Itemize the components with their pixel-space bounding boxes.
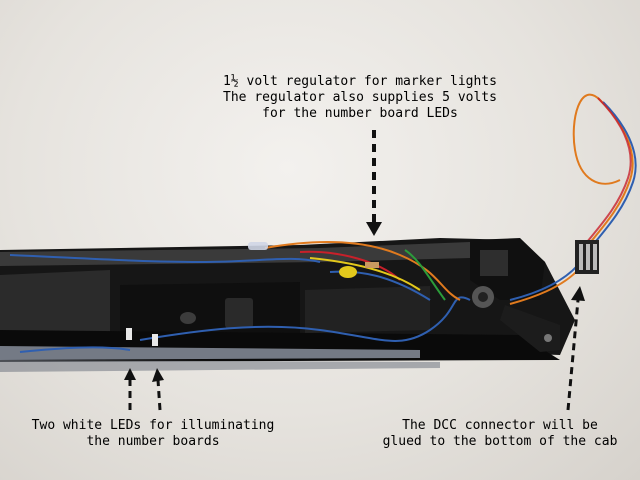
caption-connector: The DCC connector will be glued to the b… [360, 418, 640, 450]
locomotive-shell [0, 238, 575, 372]
white-leds [126, 328, 158, 346]
caption-leds-line1: Two white LEDs for illuminating [31, 418, 275, 433]
caption-regulator: 1½ volt regulator for marker lights The … [180, 74, 540, 122]
caption-connector-line2: glued to the bottom of the cab [382, 434, 618, 449]
caption-regulator-line1: 1½ volt regulator for marker lights [223, 74, 497, 89]
connector-arrow [566, 286, 585, 411]
caption-leds-line2: the number boards [86, 434, 220, 449]
dcc-connector [575, 240, 599, 274]
caption-leds: Two white LEDs for illuminating the numb… [4, 418, 302, 450]
leds-arrow-left [124, 368, 136, 410]
cab-section [470, 238, 560, 352]
wiring-bundle [248, 241, 461, 301]
caption-regulator-line3: for the number board LEDs [262, 106, 458, 121]
leds-arrow-right [152, 368, 164, 411]
caption-regulator-line2: The regulator also supplies 5 volts [223, 90, 497, 105]
dcc-connector-wires [509, 93, 637, 305]
regulator-arrow [366, 130, 382, 236]
blue-wires [9, 254, 471, 353]
caption-connector-line1: The DCC connector will be [402, 418, 598, 433]
